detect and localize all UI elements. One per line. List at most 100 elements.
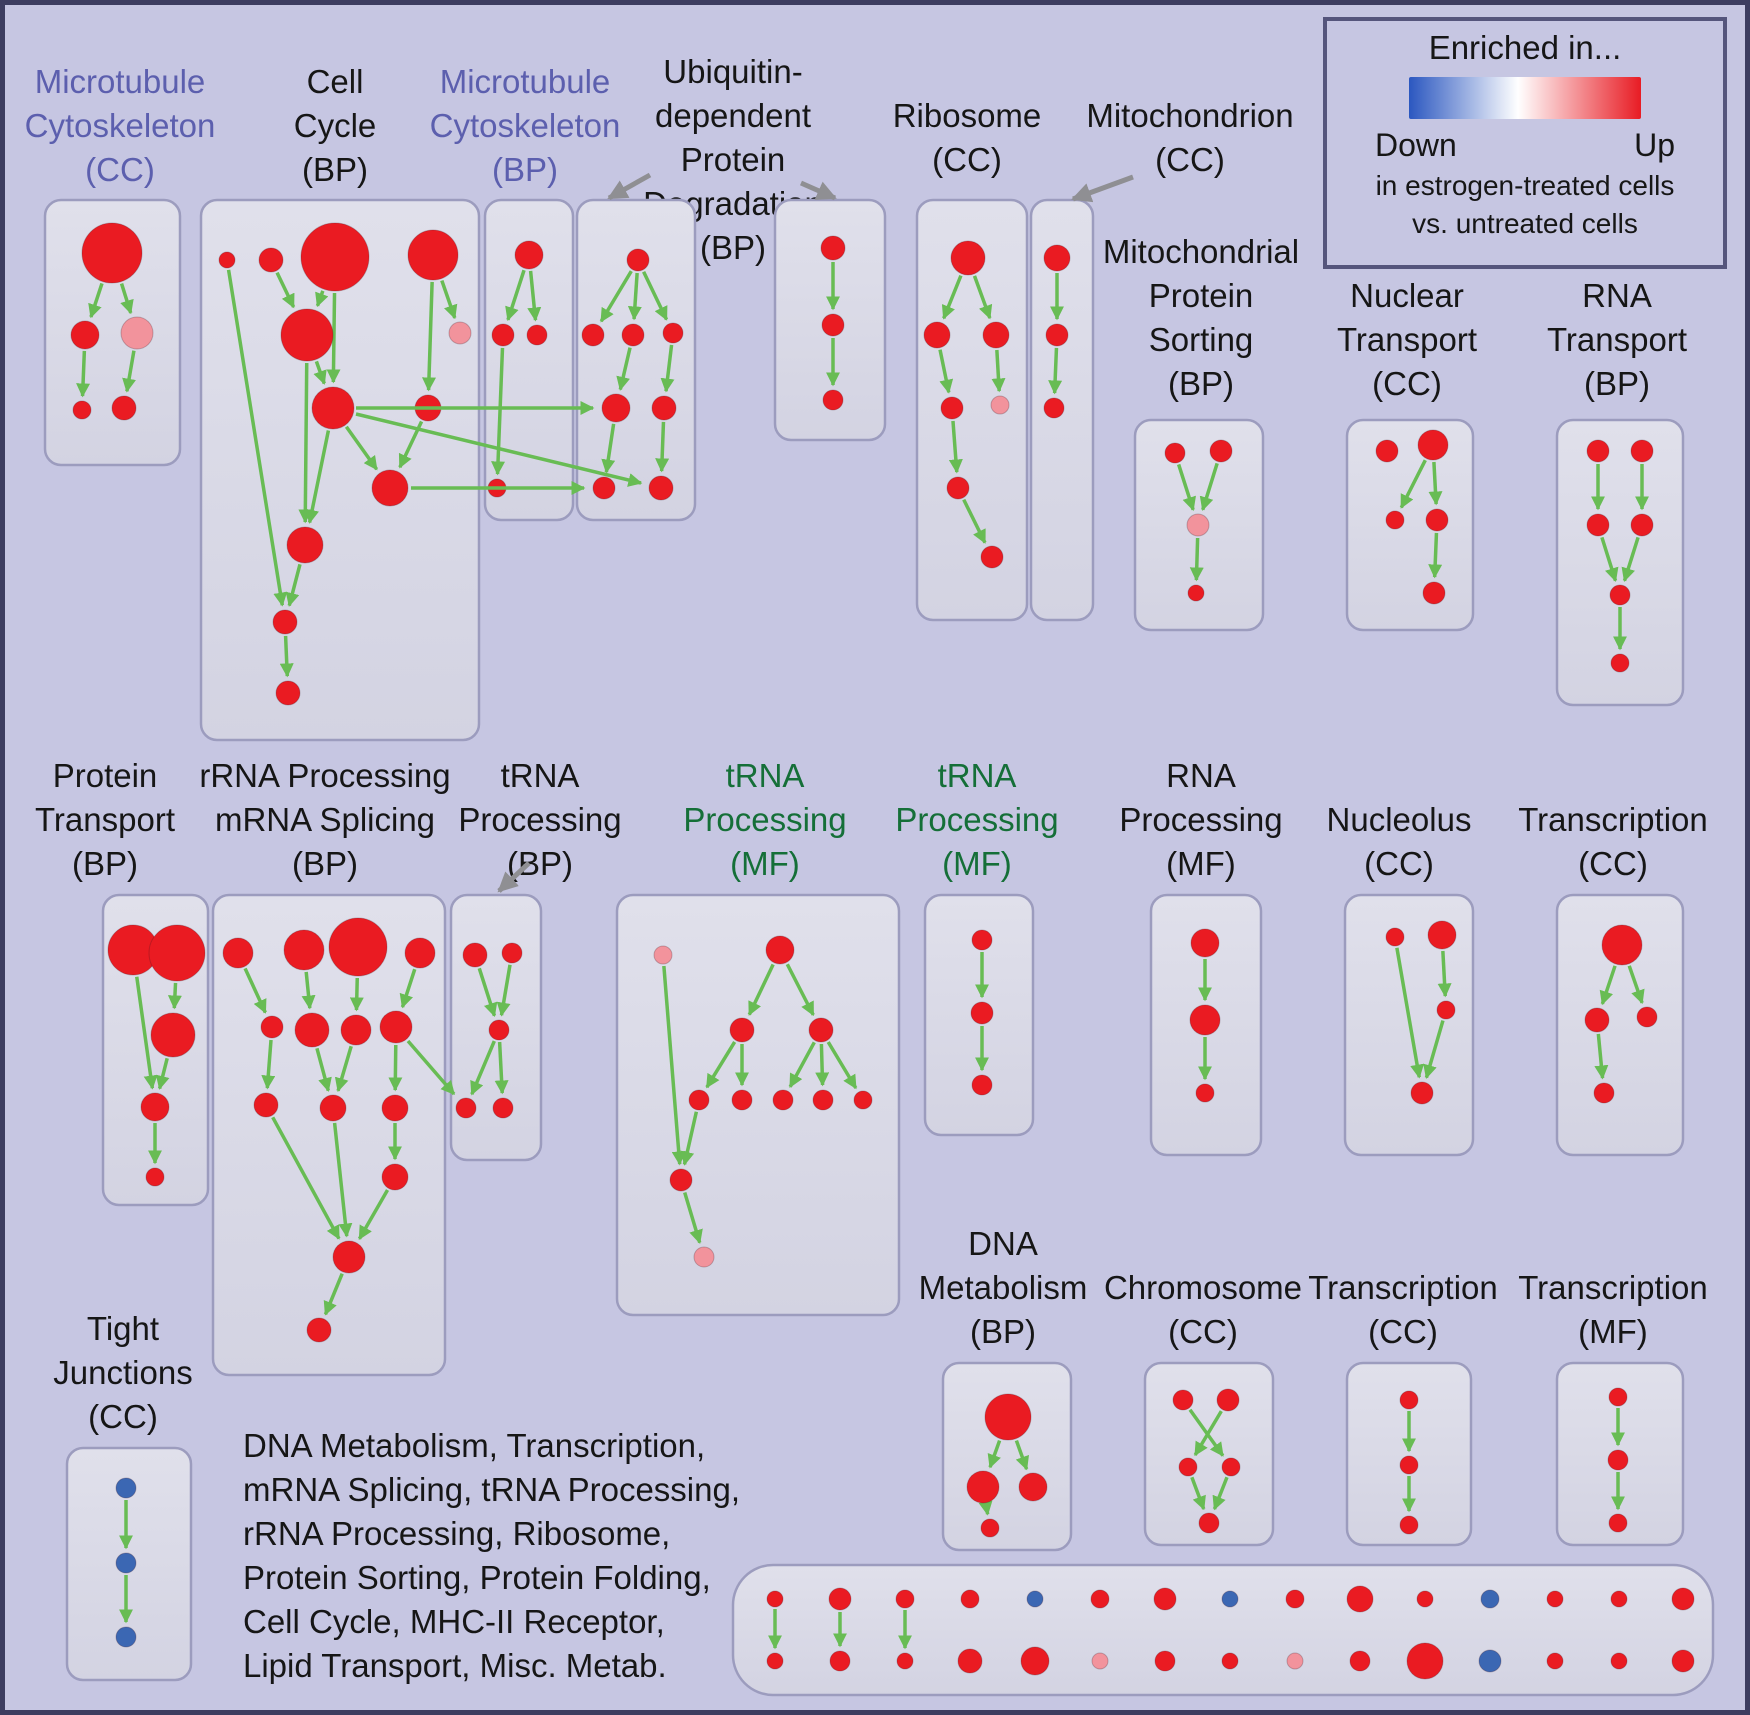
cluster-label: Nucleolus bbox=[1327, 801, 1472, 838]
cluster-label: Tight bbox=[87, 1310, 159, 1347]
go-term-node bbox=[940, 396, 964, 420]
go-term-node bbox=[766, 1590, 784, 1608]
go-term-node bbox=[990, 395, 1010, 415]
go-relation-edge bbox=[826, 1041, 858, 1090]
cluster-label: Transport bbox=[35, 801, 175, 838]
cluster-box bbox=[199, 198, 481, 742]
go-term-node bbox=[72, 400, 92, 420]
go-term-node bbox=[688, 1089, 710, 1111]
go-term-node bbox=[501, 942, 523, 964]
go-relation-edge bbox=[1212, 1476, 1229, 1511]
go-relation-edge bbox=[285, 563, 302, 607]
cluster-label: Microtubule bbox=[35, 63, 206, 100]
go-term-node bbox=[950, 240, 986, 276]
go-relation-edge bbox=[88, 282, 104, 319]
go-term-node bbox=[766, 1652, 784, 1670]
go-relation-edge bbox=[601, 423, 616, 474]
cluster-label: Ubiquitin- bbox=[663, 53, 802, 90]
go-term-node bbox=[1190, 928, 1220, 958]
go-term-node bbox=[1216, 1388, 1240, 1412]
go-term-node bbox=[1609, 584, 1631, 606]
go-term-node bbox=[1608, 1513, 1628, 1533]
go-term-node bbox=[1221, 1457, 1241, 1477]
go-term-node bbox=[662, 322, 684, 344]
cluster-label: (CC) bbox=[85, 151, 155, 188]
go-term-node bbox=[1586, 439, 1610, 463]
go-term-node bbox=[1187, 584, 1205, 602]
go-relation-edge bbox=[705, 1041, 737, 1089]
go-term-node bbox=[115, 1626, 137, 1648]
cluster-box bbox=[1345, 1361, 1473, 1547]
go-relation-edge bbox=[271, 1116, 341, 1240]
go-term-node bbox=[404, 937, 436, 969]
go-term-node bbox=[1584, 1007, 1610, 1033]
go-term-node bbox=[895, 1589, 915, 1609]
cluster-box bbox=[1345, 418, 1475, 632]
go-term-node bbox=[332, 1240, 366, 1274]
label-pointer-arrow bbox=[607, 172, 652, 201]
go-relation-edge bbox=[987, 1439, 1002, 1469]
go-term-node bbox=[1610, 1652, 1628, 1670]
go-term-node bbox=[669, 1168, 693, 1192]
go-relation-edge bbox=[978, 1500, 993, 1516]
cluster-box bbox=[483, 198, 575, 522]
cluster-label: DNA bbox=[968, 1225, 1038, 1262]
cluster-ubiquitin-degradation-bp-2 bbox=[773, 198, 887, 442]
go-term-node bbox=[1154, 1650, 1176, 1672]
cluster-nucleolus-cc: Nucleolus(CC) bbox=[1327, 801, 1475, 1157]
go-term-node bbox=[1091, 1652, 1109, 1670]
go-term-node bbox=[970, 1001, 994, 1025]
cluster-label: Cycle bbox=[294, 107, 377, 144]
go-term-node bbox=[311, 386, 355, 430]
misc-note-line: Protein Sorting, Protein Folding, bbox=[243, 1559, 711, 1596]
go-term-node bbox=[145, 1167, 165, 1187]
cluster-label: (MF) bbox=[1578, 1313, 1648, 1350]
go-relation-edge bbox=[275, 271, 296, 309]
go-term-node bbox=[272, 609, 298, 635]
go-relation-edge bbox=[1014, 1439, 1029, 1471]
cluster-box bbox=[1143, 1361, 1275, 1547]
cluster-label: (BP) bbox=[72, 845, 138, 882]
cluster-label: tRNA bbox=[501, 757, 580, 794]
go-relation-edge bbox=[477, 967, 498, 1018]
cluster-label: (BP) bbox=[970, 1313, 1036, 1350]
go-relation-edge bbox=[470, 1040, 496, 1096]
cluster-ubiquitin-degradation-label: Ubiquitin-dependentProteinDegradation(BP… bbox=[643, 53, 823, 266]
go-relation-edge bbox=[962, 498, 987, 544]
go-relation-edge bbox=[315, 290, 329, 308]
go-term-node bbox=[340, 1014, 372, 1046]
go-term-node bbox=[514, 240, 544, 270]
go-relation-edge bbox=[491, 347, 506, 476]
go-relation-edge bbox=[298, 362, 313, 524]
cluster-label: Transport bbox=[1547, 321, 1687, 358]
go-term-node bbox=[1399, 1515, 1419, 1535]
go-term-node bbox=[286, 526, 324, 564]
go-term-node bbox=[1385, 510, 1405, 530]
go-relation-edge bbox=[119, 283, 134, 315]
go-term-node bbox=[653, 945, 673, 965]
cluster-label: Protein bbox=[53, 757, 158, 794]
go-relation-edge bbox=[788, 1041, 816, 1089]
go-term-node bbox=[923, 321, 951, 349]
cluster-label: (BP) bbox=[1584, 365, 1650, 402]
cluster-label: (BP) bbox=[1168, 365, 1234, 402]
cluster-label: (CC) bbox=[1155, 141, 1225, 178]
go-term-node bbox=[294, 1012, 330, 1048]
misc-note-line: rRNA Processing, Ribosome, bbox=[243, 1515, 670, 1552]
go-term-node bbox=[371, 469, 409, 507]
go-term-node bbox=[651, 395, 677, 421]
go-relation-edge bbox=[1600, 536, 1619, 583]
go-term-node bbox=[853, 1090, 873, 1110]
cluster-label: (MF) bbox=[1166, 845, 1236, 882]
legend-title: Enriched in... bbox=[1428, 29, 1622, 66]
cluster-label: tRNA bbox=[938, 757, 1017, 794]
cluster-label: (CC) bbox=[88, 1398, 158, 1435]
cluster-label: Mitochondrial bbox=[1103, 233, 1299, 270]
go-term-node bbox=[1346, 1585, 1374, 1613]
